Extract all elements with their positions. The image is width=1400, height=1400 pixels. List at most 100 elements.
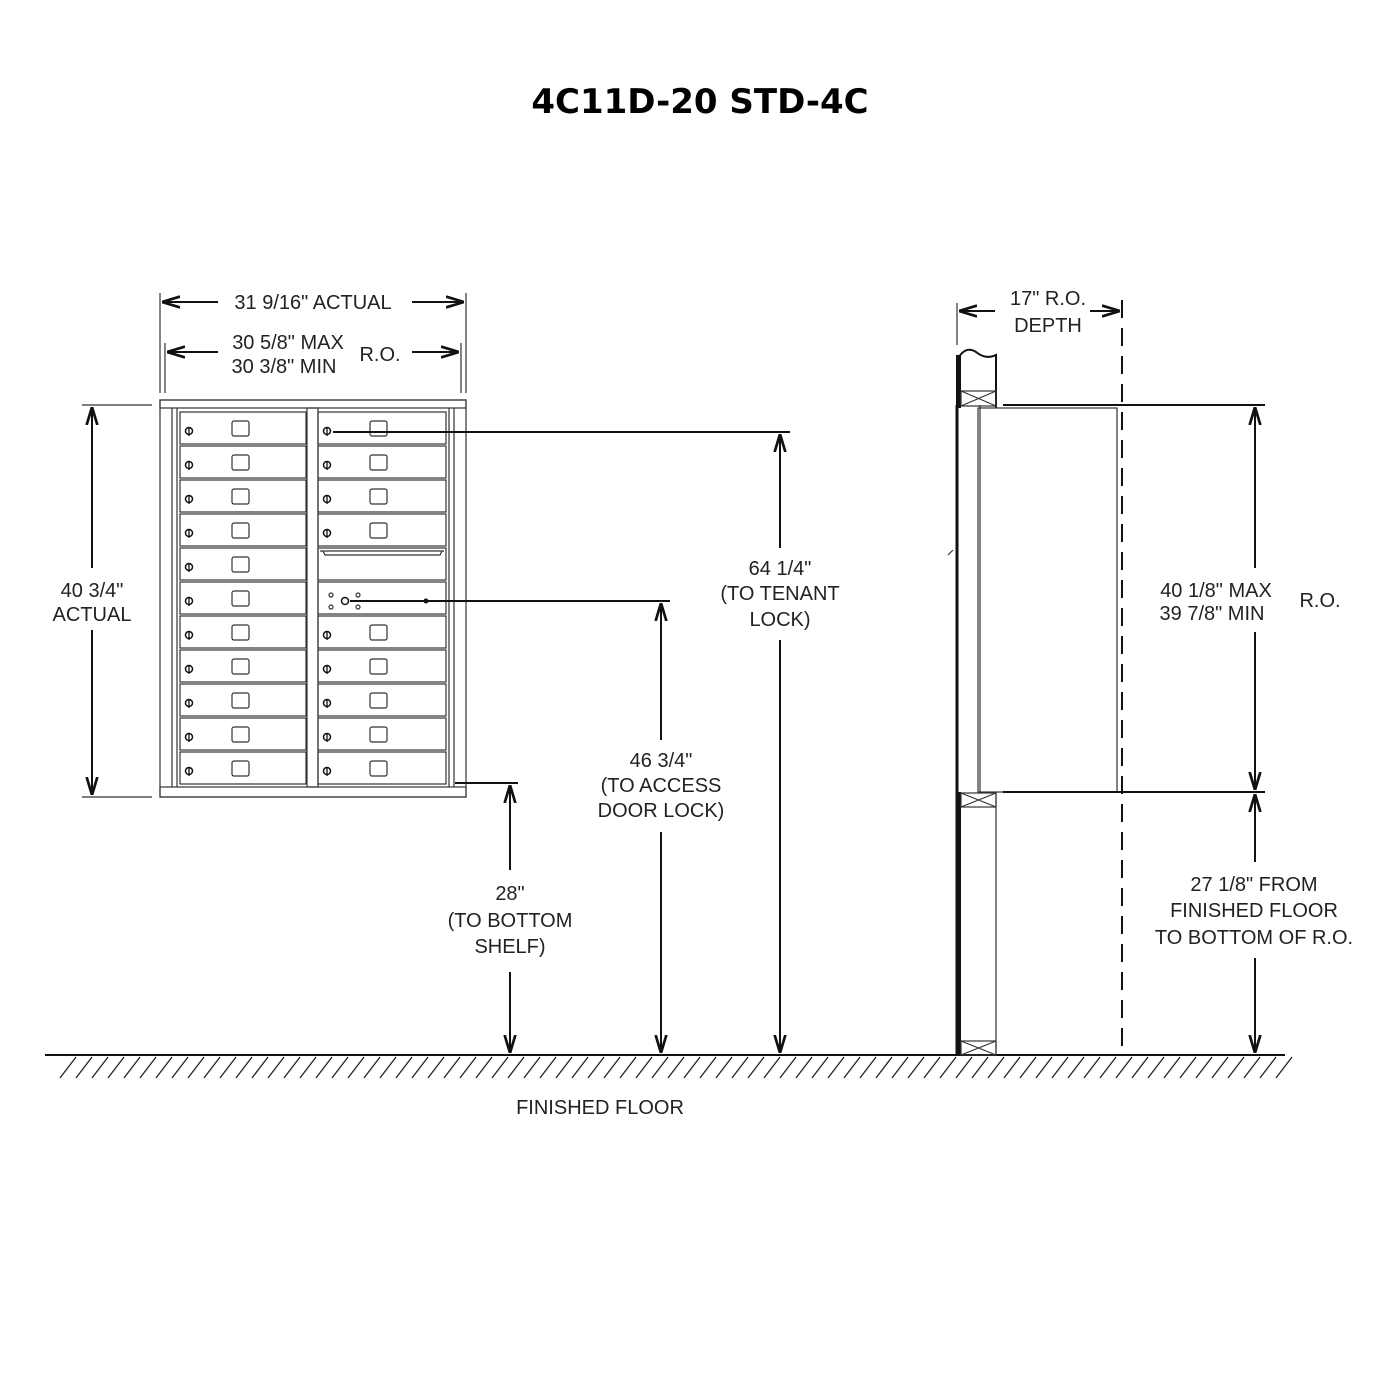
lock-icon [184, 630, 194, 640]
tenant-door[interactable] [317, 513, 447, 547]
ro-label: R.O. [359, 344, 400, 366]
lock-icon [184, 494, 194, 504]
from-floor-value: 27 1/8" FROM [1190, 874, 1317, 896]
lock-icon [184, 766, 194, 776]
from-floor-label: FINISHED FLOOR [1170, 900, 1338, 922]
depth-label: DEPTH [1014, 315, 1082, 337]
name-tag-slot [231, 522, 250, 539]
tenant-door[interactable] [317, 615, 447, 649]
height-actual-value: 40 3/4" [61, 580, 124, 602]
bottom-shelf-dimension: 28" (TO BOTTOM SHELF) [448, 782, 573, 1053]
tenant-door[interactable] [179, 445, 307, 479]
lock-icon [184, 460, 194, 470]
access-lock-label: DOOR LOCK) [598, 800, 725, 822]
tenant-door[interactable] [317, 717, 447, 751]
access-lock-icon [340, 596, 350, 606]
side-ro-dimension: 40 1/8" MAX 39 7/8" MIN R.O. [1003, 404, 1341, 793]
tenant-door[interactable] [179, 479, 307, 513]
tenant-door[interactable] [317, 411, 447, 445]
tenant-door[interactable] [317, 445, 447, 479]
width-actual-label: 31 9/16" ACTUAL [234, 292, 391, 314]
name-tag-slot [369, 420, 388, 437]
finished-floor-label: FINISHED FLOOR [516, 1097, 684, 1119]
drawing-title: 4C11D-20 STD-4C [531, 82, 868, 122]
lock-icon [322, 426, 332, 436]
name-tag-slot [369, 726, 388, 743]
tenant-door[interactable] [179, 751, 307, 785]
ro-min-label: 30 3/8" MIN [232, 356, 337, 378]
lock-icon [184, 698, 194, 708]
from-floor-dimension: 27 1/8" FROM FINISHED FLOOR TO BOTTOM OF… [1155, 794, 1353, 1053]
front-width-dimension: 31 9/16" ACTUAL [159, 292, 467, 393]
name-tag-slot [231, 624, 250, 641]
tenant-door[interactable] [179, 717, 307, 751]
name-tag-slot [231, 590, 250, 607]
lock-icon [322, 766, 332, 776]
name-tag-slot [369, 692, 388, 709]
access-lock-dimension: 46 3/4" (TO ACCESS DOOR LOCK) [350, 598, 725, 1053]
name-tag-slot [369, 454, 388, 471]
name-tag-slot [231, 658, 250, 675]
lock-icon [322, 494, 332, 504]
name-tag-slot [231, 760, 250, 777]
tenant-door[interactable] [179, 547, 307, 581]
name-tag-slot [369, 488, 388, 505]
mailbox-unit-front [159, 399, 467, 798]
lock-icon [184, 664, 194, 674]
bottom-shelf-label: SHELF) [474, 936, 545, 958]
name-tag-slot [369, 624, 388, 641]
tenant-lock-label: LOCK) [749, 609, 810, 631]
bottom-shelf-value: 28" [495, 883, 524, 905]
name-tag-slot [231, 420, 250, 437]
tenant-door[interactable] [317, 479, 447, 513]
name-tag-slot [231, 556, 250, 573]
lock-icon [184, 562, 194, 572]
name-tag-slot [231, 692, 250, 709]
tenant-door[interactable] [179, 581, 307, 615]
tenant-lock-dimension: 64 1/4" (TO TENANT LOCK) [333, 431, 840, 1053]
name-tag-slot [369, 522, 388, 539]
side-ro-label: R.O. [1299, 590, 1340, 612]
front-height-dimension: 40 3/4" ACTUAL [53, 404, 152, 798]
lock-icon [322, 528, 332, 538]
side-view-wall [947, 348, 1118, 1056]
lock-icon [184, 528, 194, 538]
name-tag-slot [231, 726, 250, 743]
side-ro-max: 40 1/8" MAX [1160, 580, 1272, 602]
access-door[interactable] [317, 581, 447, 615]
access-lock-value: 46 3/4" [630, 750, 693, 772]
tenant-door[interactable] [179, 615, 307, 649]
from-floor-label: TO BOTTOM OF R.O. [1155, 927, 1353, 949]
finished-floor [45, 1054, 1293, 1079]
tenant-door[interactable] [179, 683, 307, 717]
side-ro-min: 39 7/8" MIN [1160, 603, 1265, 625]
tenant-lock-label: (TO TENANT [720, 583, 839, 605]
lock-icon [322, 630, 332, 640]
lock-icon [184, 426, 194, 436]
tenant-door[interactable] [179, 513, 307, 547]
tenant-door[interactable] [179, 649, 307, 683]
name-tag-slot [231, 454, 250, 471]
front-ro-dimension: 30 5/8" MAX 30 3/8" MIN R.O. [164, 332, 462, 393]
access-lock-label: (TO ACCESS [601, 775, 722, 797]
name-tag-slot [369, 658, 388, 675]
lock-icon [322, 732, 332, 742]
depth-value: 17" R.O. [1010, 288, 1086, 310]
lock-icon [322, 698, 332, 708]
tenant-door[interactable] [179, 411, 307, 445]
ro-max-label: 30 5/8" MAX [232, 332, 344, 354]
lock-icon [322, 664, 332, 674]
name-tag-slot [231, 488, 250, 505]
tenant-door[interactable] [317, 683, 447, 717]
tenant-door[interactable] [317, 751, 447, 785]
bottom-shelf-label: (TO BOTTOM [448, 910, 573, 932]
lock-icon [184, 732, 194, 742]
tenant-door[interactable] [317, 649, 447, 683]
depth-dimension: 17" R.O. DEPTH [956, 288, 1120, 345]
height-actual-label: ACTUAL [53, 604, 132, 626]
outgoing-mail-slot[interactable] [317, 547, 447, 581]
lock-icon [322, 460, 332, 470]
tenant-lock-value: 64 1/4" [749, 558, 812, 580]
name-tag-slot [369, 760, 388, 777]
